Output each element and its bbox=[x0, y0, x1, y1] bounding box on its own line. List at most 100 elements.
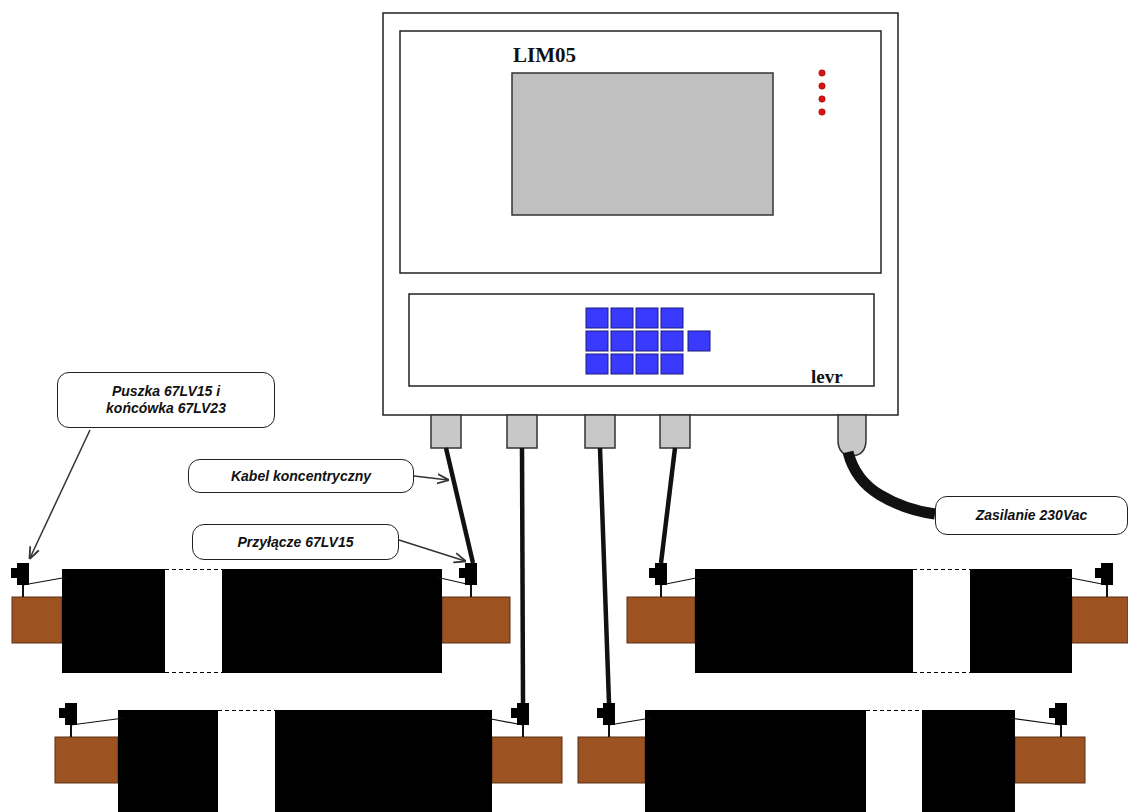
callout-box: Kabel koncentryczny bbox=[188, 459, 414, 493]
sensor-pipe bbox=[459, 568, 466, 578]
coaxial-cable bbox=[522, 448, 523, 703]
sensor-pipe bbox=[913, 569, 970, 673]
sensor-pipe bbox=[1101, 563, 1113, 585]
sensor-pipe bbox=[578, 737, 645, 783]
keypad-key bbox=[636, 308, 658, 328]
sensor-pipe bbox=[11, 563, 1128, 812]
sensor-pipe bbox=[22, 585, 24, 597]
sensor-pipe bbox=[627, 597, 695, 643]
device-housing bbox=[383, 13, 898, 415]
callout-text: Przyłącze 67LV15 bbox=[238, 534, 354, 551]
sensor-pipe bbox=[695, 569, 1072, 673]
device-housing bbox=[512, 73, 773, 215]
keypad-key bbox=[586, 308, 710, 374]
sensor-pipe bbox=[1009, 718, 1061, 725]
sensor-pipe bbox=[70, 725, 72, 737]
coaxial-cable bbox=[661, 448, 675, 563]
sensor-pipe bbox=[1106, 585, 1108, 597]
sensor-pipe bbox=[218, 710, 275, 812]
keypad-key bbox=[586, 354, 608, 374]
sensor-pipe bbox=[866, 710, 922, 812]
sensor-pipe bbox=[1095, 568, 1102, 578]
sensor-pipe bbox=[465, 563, 477, 585]
leader-line bbox=[414, 476, 448, 480]
control-unit: LIM05 levr bbox=[383, 13, 898, 415]
cable-gland bbox=[431, 415, 461, 448]
sensor-pipe bbox=[165, 569, 222, 673]
callout-box: Przyłącze 67LV15 bbox=[192, 524, 399, 560]
coaxial-cable bbox=[446, 448, 675, 703]
sensor-pipe bbox=[603, 703, 615, 725]
sensor-pipe bbox=[866, 710, 922, 711]
keypad-key bbox=[586, 331, 608, 351]
sensor-pipe bbox=[492, 737, 562, 783]
cable-gland bbox=[431, 415, 690, 448]
sensor-pipe bbox=[511, 708, 518, 718]
sensor-pipe bbox=[65, 703, 77, 725]
sensor-pipe bbox=[12, 597, 62, 643]
sensor-pipe bbox=[165, 672, 222, 673]
sensor-pipe bbox=[1066, 577, 1107, 585]
keypad-key bbox=[586, 308, 608, 328]
sensor-pipe bbox=[1055, 703, 1067, 725]
sensor-pipe bbox=[1015, 737, 1085, 783]
callout-box: Puszka 67LV15 i końcówka 67LV23 bbox=[57, 372, 275, 428]
sensor-pipe bbox=[913, 672, 970, 673]
keypad-key bbox=[636, 354, 658, 374]
text-holder: LIM05 bbox=[513, 43, 576, 68]
text-holder: levr bbox=[811, 366, 843, 388]
led bbox=[819, 109, 825, 115]
sensor-pipe bbox=[118, 710, 492, 812]
sensor-pipe bbox=[62, 569, 442, 673]
led bbox=[819, 70, 825, 76]
keypad-key bbox=[611, 354, 633, 374]
sensor-pipe bbox=[59, 708, 66, 718]
device-model: LIM05 bbox=[513, 43, 576, 67]
sensor-pipe bbox=[655, 563, 667, 585]
power-cable bbox=[838, 415, 866, 456]
coaxial-cable bbox=[446, 448, 473, 563]
sensor-pipe bbox=[1072, 597, 1128, 643]
power-cable bbox=[838, 415, 935, 514]
sensor-pipe bbox=[23, 577, 68, 585]
device-housing bbox=[400, 31, 881, 273]
sensor-pipe bbox=[71, 718, 124, 725]
sensor-pipe bbox=[522, 725, 524, 737]
keypad-key bbox=[661, 354, 683, 374]
sensor-pipe bbox=[1060, 725, 1062, 737]
keypad-key bbox=[661, 331, 683, 351]
keypad-key bbox=[611, 331, 633, 351]
keypad-key bbox=[688, 331, 710, 351]
sensor-pipe bbox=[660, 585, 662, 597]
sensor-pipe bbox=[165, 569, 222, 570]
sensor-pipe bbox=[609, 718, 651, 725]
coaxial-cable bbox=[600, 448, 609, 703]
cable-gland bbox=[660, 415, 690, 448]
sensor-pipe bbox=[17, 563, 29, 585]
callout-text: Zasilanie 230Vac bbox=[976, 507, 1088, 524]
led bbox=[819, 70, 825, 115]
keypad-key bbox=[636, 331, 658, 351]
sensor-pipe bbox=[442, 597, 510, 643]
sensor-pipe bbox=[913, 569, 970, 570]
callout-box: Zasilanie 230Vac bbox=[935, 496, 1128, 535]
sensor-pipe bbox=[517, 703, 529, 725]
cable-gland bbox=[585, 415, 615, 448]
sensor-pipe bbox=[218, 710, 275, 711]
keypad-key bbox=[661, 308, 683, 328]
device-housing bbox=[409, 294, 874, 386]
sensor-pipe bbox=[470, 585, 472, 597]
keypad-key bbox=[611, 308, 633, 328]
brand-label: levr bbox=[811, 366, 843, 387]
callout-text: Kabel koncentryczny bbox=[231, 468, 371, 485]
power-cable bbox=[848, 452, 935, 514]
leader-line bbox=[399, 540, 465, 561]
sensor-pipe bbox=[1049, 708, 1056, 718]
led bbox=[819, 96, 825, 102]
callout-text: Puszka 67LV15 i końcówka 67LV23 bbox=[81, 383, 251, 417]
sensor-pipe bbox=[597, 708, 604, 718]
sensor-pipe bbox=[649, 568, 656, 578]
leader-line bbox=[30, 430, 465, 561]
device-housing bbox=[383, 13, 898, 415]
cable-gland bbox=[507, 415, 537, 448]
